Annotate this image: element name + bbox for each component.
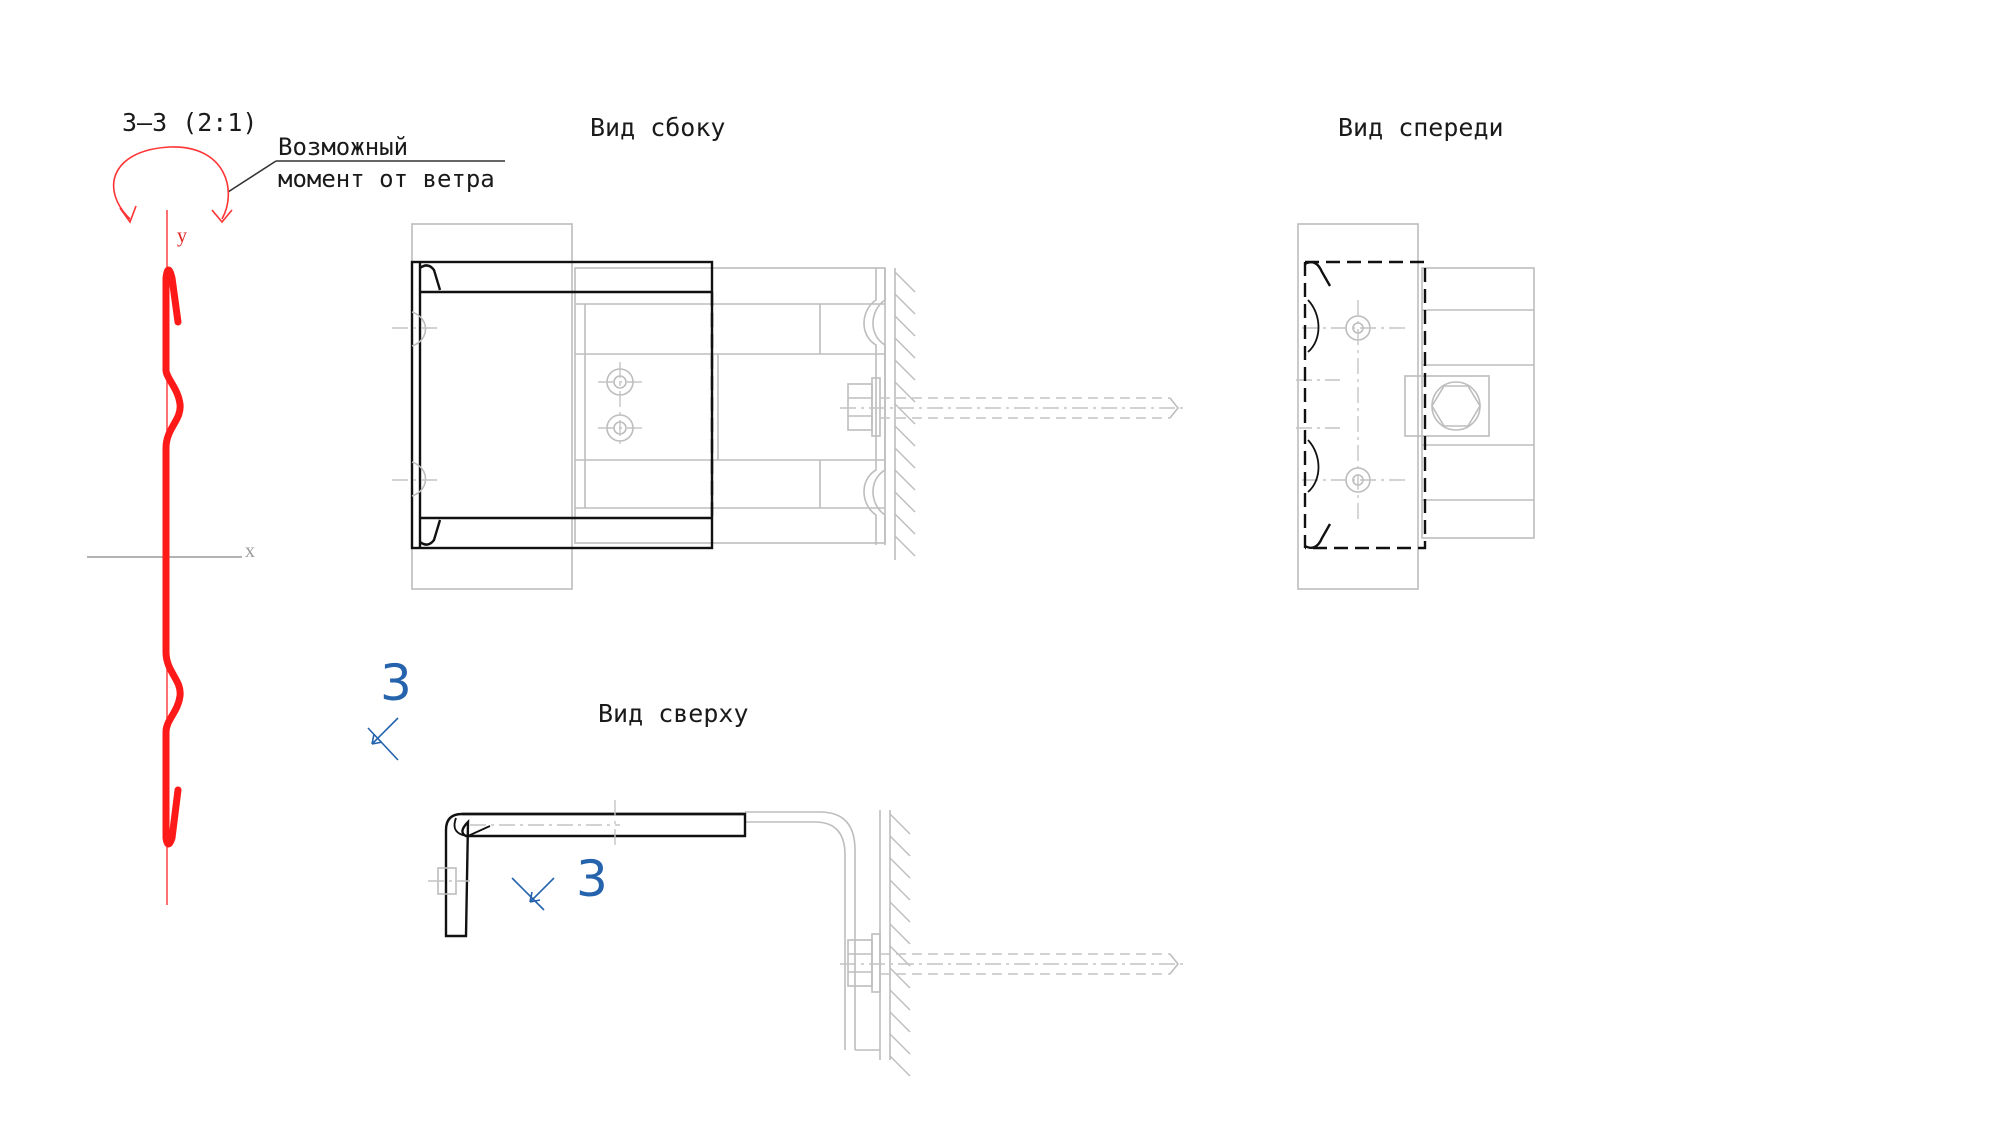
side-context-bracket — [574, 267, 886, 544]
section-3-3: 3–3 (2:1) Возможный момент от ветра y x — [87, 108, 505, 905]
front-view-title: Вид спереди — [1338, 113, 1504, 142]
section-title: 3–3 (2:1) — [122, 108, 257, 137]
moment-arrow — [112, 146, 230, 220]
side-view-title: Вид сбоку — [590, 113, 725, 142]
section-mark-lower-line — [511, 877, 545, 911]
section-mark-lower: 3 — [511, 850, 608, 911]
side-channel-lip-top — [419, 264, 442, 291]
top-anchor-tip — [1169, 953, 1180, 975]
front-channel-lip-bottom — [1304, 523, 1332, 549]
leader-line — [227, 160, 277, 193]
side-bolt-washer — [871, 377, 881, 437]
front-profile-bumps — [1307, 299, 1320, 493]
front-context-bracket — [1421, 267, 1535, 539]
front-channel-hidden — [1305, 260, 1427, 550]
section-mark-upper-arrowhead — [371, 733, 383, 745]
top-view-title: Вид сверху — [598, 699, 749, 728]
side-anchor-tip — [1169, 397, 1180, 419]
section-mark-upper-line — [367, 727, 399, 761]
moment-arrow-head-right — [211, 209, 233, 224]
front-context-frame — [1297, 223, 1419, 590]
section-mark-upper: 3 — [367, 654, 412, 761]
front-view: Вид спереди — [1296, 113, 1535, 590]
side-channel-lip-bottom — [419, 519, 442, 546]
side-view: Вид сбоку — [392, 113, 1185, 590]
axis-x-label: x — [245, 540, 255, 562]
section-mark-upper-label: 3 — [380, 654, 412, 712]
section-mark-upper-arrow — [371, 717, 399, 745]
top-context-bracket-outer — [745, 811, 856, 1050]
front-nut-circle — [1431, 381, 1481, 431]
side-profile-bump-upper — [411, 311, 427, 347]
wind-note-line2: момент от ветра — [278, 165, 495, 193]
side-profile-bump-lower — [411, 461, 427, 497]
side-wall-profile — [872, 268, 886, 545]
side-wall-profile-inner — [863, 268, 877, 545]
top-view: Вид сверху — [428, 699, 1185, 1077]
side-bolt-nut — [847, 383, 873, 431]
section-mark-lower-label: 3 — [576, 850, 608, 908]
top-context-bracket-inner — [745, 821, 846, 1050]
side-wall-hatch — [894, 271, 916, 557]
axis-y-label: y — [177, 225, 187, 247]
profile-section — [162, 266, 184, 848]
front-nut-box — [1404, 375, 1490, 437]
top-bolt-washer — [871, 933, 881, 993]
top-wall-hatch — [889, 813, 911, 1077]
wind-note-line1: Возможный — [278, 133, 408, 161]
moment-arrow-head-left — [119, 205, 137, 224]
top-bolt-nut — [847, 939, 873, 987]
front-nut-hex — [1431, 385, 1481, 427]
side-channel-outline — [410, 260, 714, 550]
top-channel-lip — [453, 817, 491, 837]
section-mark-lower-arrow — [529, 877, 555, 903]
front-channel-lip-top — [1304, 261, 1332, 287]
section-mark-lower-arrowhead — [529, 891, 541, 903]
